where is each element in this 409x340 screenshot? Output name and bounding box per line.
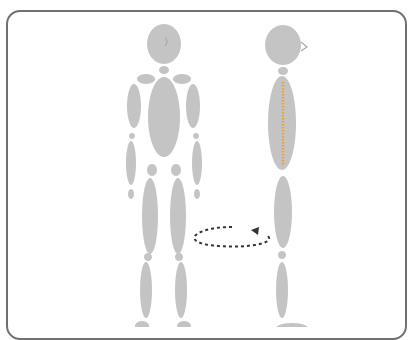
- front-shin-right: [175, 262, 187, 318]
- mannequin-diagram: [0, 0, 409, 327]
- side-view-figure: [265, 25, 308, 327]
- rotation-arrowhead: [251, 227, 259, 235]
- front-upper-arm-left: [127, 84, 141, 128]
- front-shoulder-right: [173, 74, 191, 84]
- front-hip-right: [171, 164, 181, 176]
- front-forearm-left: [126, 141, 136, 185]
- side-torso: [268, 76, 296, 170]
- front-elbow-right: [193, 133, 199, 139]
- side-head: [265, 25, 301, 65]
- front-neck: [159, 66, 169, 74]
- front-hand-right: [194, 189, 200, 199]
- front-view-figure: [126, 24, 202, 327]
- front-thigh-left: [142, 178, 158, 254]
- side-knee: [278, 251, 286, 259]
- front-elbow-left: [129, 133, 135, 139]
- side-nose-mark: [301, 42, 307, 51]
- side-shin: [276, 262, 288, 318]
- front-head: [147, 24, 181, 64]
- front-foot-left: [135, 321, 149, 327]
- front-hip-left: [147, 164, 157, 176]
- front-shin-left: [140, 262, 152, 318]
- rotation-arrow-icon: [194, 227, 269, 247]
- front-shoulder-left: [137, 74, 155, 84]
- front-knee-left: [144, 253, 152, 261]
- front-knee-right: [175, 253, 183, 261]
- front-thigh-right: [170, 178, 186, 254]
- front-upper-arm-right: [186, 84, 200, 128]
- side-foot: [276, 323, 308, 327]
- side-thigh: [274, 176, 292, 248]
- front-foot-right: [177, 321, 191, 327]
- front-hand-left: [128, 189, 134, 199]
- front-torso: [148, 77, 180, 157]
- front-forearm-right: [192, 141, 202, 185]
- side-neck: [278, 67, 288, 75]
